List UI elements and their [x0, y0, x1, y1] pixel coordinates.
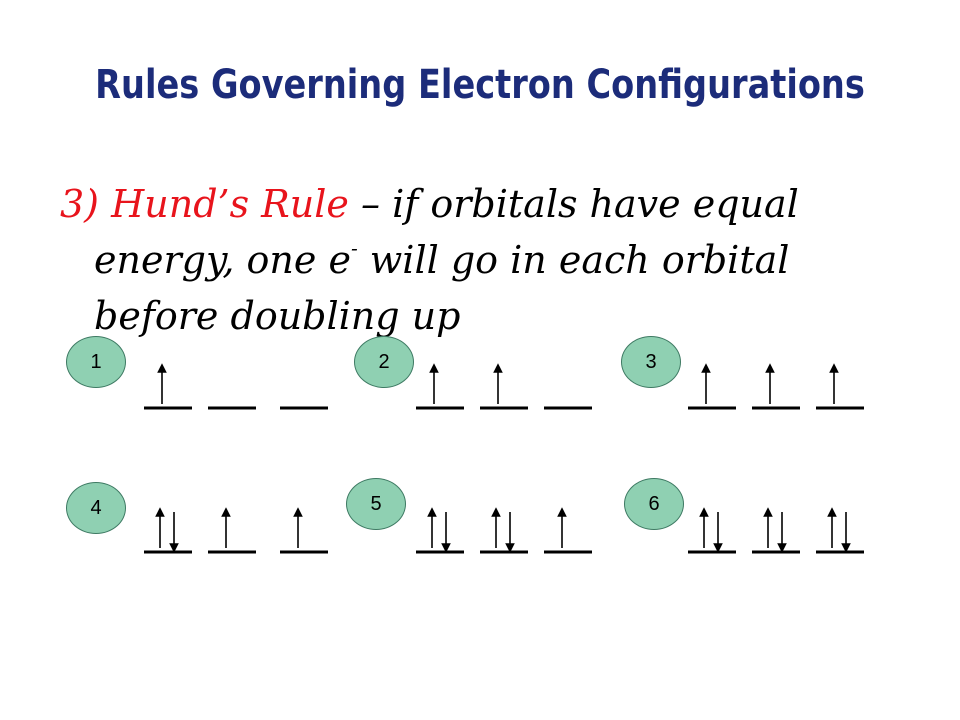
example-badge-4: 4 — [66, 482, 126, 534]
rule-line-2-b: will go in each orbital — [357, 238, 790, 282]
rule-line-2-a: energy, one e — [94, 238, 351, 282]
rule-line-3: before doubling up — [94, 294, 461, 338]
example-badge-5: 5 — [346, 478, 406, 530]
example-badge-3: 3 — [621, 336, 681, 388]
rule-line-1-rest: – if orbitals have equal — [361, 182, 799, 226]
orbital-set-6 — [688, 507, 864, 554]
orbital-set-5 — [416, 507, 592, 554]
rule-name: Hund’s Rule — [111, 182, 349, 226]
orbital-set-2 — [416, 363, 592, 410]
orbital-set-4 — [144, 507, 328, 554]
slide-title: Rules Governing Electron Configurations — [95, 62, 865, 108]
example-badge-2: 2 — [354, 336, 414, 388]
example-badge-6: 6 — [624, 478, 684, 530]
electron-charge-superscript: - — [350, 236, 358, 260]
orbital-set-3 — [688, 363, 864, 410]
rule-line-2: energy, one e- will go in each orbital — [60, 232, 920, 288]
rule-line-1: 3) Hund’s Rule – if orbitals have equal — [60, 176, 920, 232]
rule-number: 3) — [60, 182, 100, 226]
example-badge-1: 1 — [66, 336, 126, 388]
orbital-set-1 — [144, 363, 328, 410]
hunds-rule-text: 3) Hund’s Rule – if orbitals have equal … — [60, 176, 920, 344]
